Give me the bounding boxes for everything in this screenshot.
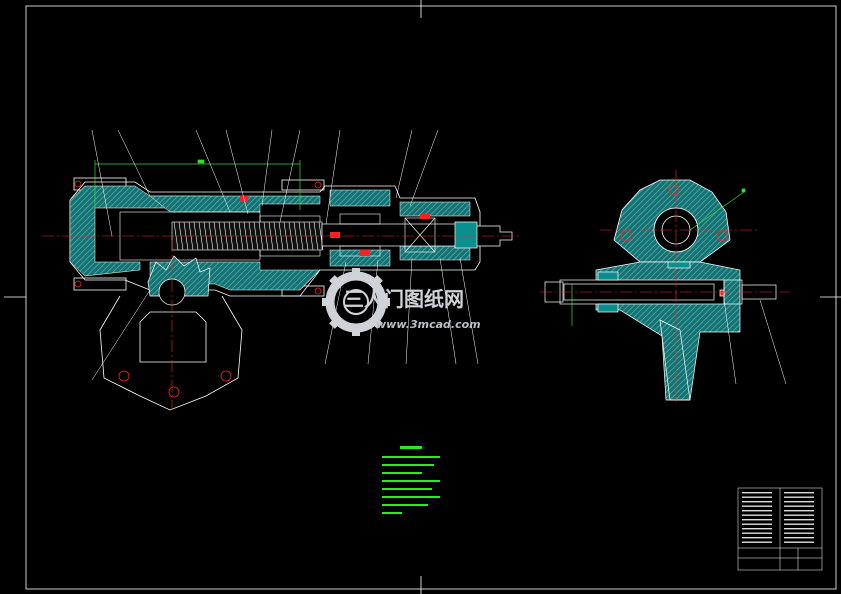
leader-lines-right xyxy=(723,299,787,385)
watermark: 三人门图纸网 www.3mcad.com xyxy=(322,268,481,336)
title-block-entry xyxy=(742,501,772,503)
title-block-entry xyxy=(784,496,814,498)
title-block-entry xyxy=(742,537,772,539)
title-block-entry xyxy=(784,510,814,512)
thread-line xyxy=(238,221,244,251)
title-block-entry xyxy=(784,537,814,539)
title-block-entry xyxy=(742,528,772,530)
title-block-entry xyxy=(742,523,772,525)
thread-line xyxy=(298,221,304,251)
thread-line xyxy=(173,221,179,251)
thread-line xyxy=(178,221,184,251)
watermark-gear-icon xyxy=(322,268,390,336)
title-block-entry xyxy=(784,528,814,530)
gear-tooth xyxy=(352,326,360,336)
gear-tooth xyxy=(370,316,383,329)
thread-line xyxy=(293,221,299,251)
thread-line xyxy=(278,221,284,251)
mounting-bracket xyxy=(99,295,243,411)
centerlines-right xyxy=(540,170,790,405)
thread-line xyxy=(198,221,204,251)
steering-gear-end-view xyxy=(540,170,790,405)
thread-line xyxy=(193,221,199,251)
title-block-entry xyxy=(742,532,772,534)
watermark-url: www.3mcad.com xyxy=(376,318,481,331)
title-block-entry xyxy=(784,492,814,494)
thread-line xyxy=(213,221,219,251)
thread-line xyxy=(313,221,319,251)
title-block-entry xyxy=(742,496,772,498)
thread-line xyxy=(233,221,239,251)
title-block-entry xyxy=(784,514,814,516)
dimension-right xyxy=(571,188,746,326)
sector-shaft-housing xyxy=(559,261,741,401)
title-block xyxy=(737,487,823,571)
title-block-entry xyxy=(742,505,772,507)
thread-line xyxy=(253,221,259,251)
gear-tooth xyxy=(352,268,360,278)
title-block-entry xyxy=(742,492,772,494)
centerlines-left xyxy=(42,235,520,410)
watermark-logo-text: 三人门图纸网 xyxy=(344,287,464,311)
thread-line xyxy=(273,221,279,251)
title-block-entry xyxy=(742,519,772,521)
gear-tooth xyxy=(370,275,383,288)
steering-gear-section-view xyxy=(42,129,520,411)
title-block-entry xyxy=(742,510,772,512)
title-block-entry xyxy=(784,541,814,543)
gear-tooth xyxy=(329,316,342,329)
housing-bolts xyxy=(74,180,322,295)
end-flange xyxy=(613,179,731,263)
thread-line xyxy=(258,221,264,251)
gear-tooth xyxy=(322,298,332,306)
dimension-length xyxy=(94,159,301,210)
title-block-entry xyxy=(784,519,814,521)
thread-line xyxy=(218,221,224,251)
technical-notes xyxy=(382,446,440,514)
title-block-entry xyxy=(784,501,814,503)
drawing-frame xyxy=(4,0,841,594)
gear-tooth xyxy=(329,275,342,288)
title-block-entry xyxy=(742,541,772,543)
title-block-entry xyxy=(784,532,814,534)
gear-tooth xyxy=(380,298,390,306)
title-block-entry xyxy=(784,505,814,507)
title-block-entry xyxy=(742,514,772,516)
title-block-rows xyxy=(742,492,814,543)
input-shaft xyxy=(321,221,513,249)
title-block-entry xyxy=(784,523,814,525)
